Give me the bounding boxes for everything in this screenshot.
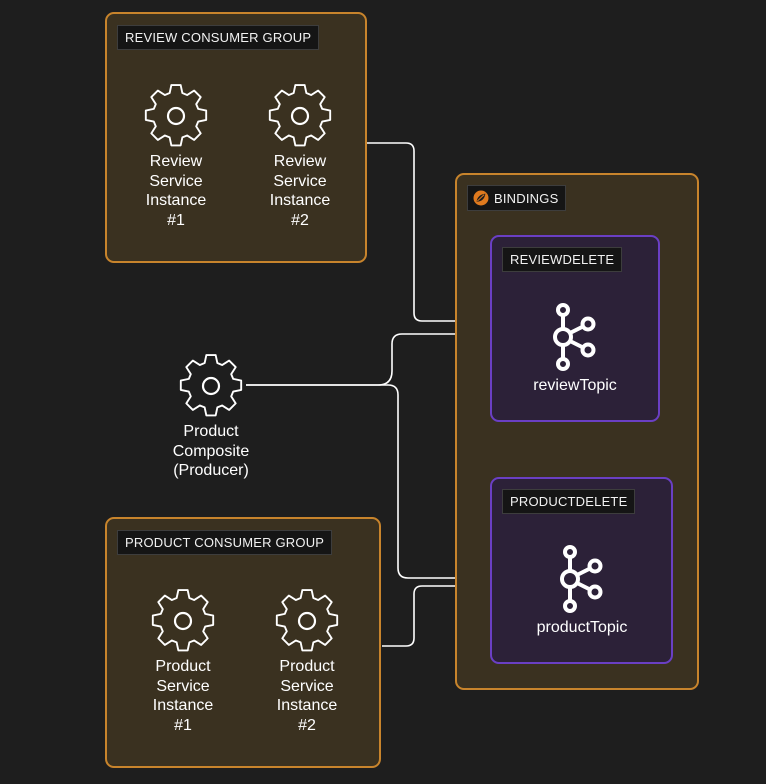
product-consumer-group-title: PRODUCT CONSUMER GROUP	[117, 530, 333, 555]
product-group-to-product-topic-line	[382, 585, 546, 647]
review-service-instance-2[interactable]: Review Service Instance #2	[240, 82, 360, 230]
spring-leaf-icon	[473, 190, 489, 206]
product-delete-title: PRODUCTDELETE	[502, 489, 636, 514]
product-consumer-group: PRODUCT CONSUMER GROUP Product Service I…	[105, 517, 381, 768]
kafka-icon	[560, 545, 603, 613]
gear-icon	[144, 84, 208, 147]
review-consumer-group-title: REVIEW CONSUMER GROUP	[117, 25, 320, 50]
product-composite-producer[interactable]: Product Composite (Producer)	[151, 352, 271, 481]
bindings-title: BINDINGS	[467, 185, 567, 211]
gear-icon	[179, 354, 243, 417]
producer-label: Product Composite (Producer)	[172, 423, 250, 479]
review-service-instance-2-label: Review Service Instance #2	[269, 153, 331, 229]
bindings-group: BINDINGS REVIEWDELETE reviewTopic	[455, 173, 699, 690]
product-service-instance-1[interactable]: Product Service Instance #1	[123, 587, 243, 735]
bindings-title-text: BINDINGS	[494, 190, 559, 206]
review-topic-label: reviewTopic	[533, 377, 617, 394]
product-service-instance-2-label: Product Service Instance #2	[276, 658, 338, 734]
review-group-to-review-topic-line	[366, 142, 538, 322]
review-consumer-group: REVIEW CONSUMER GROUP Review Service Ins…	[105, 12, 367, 263]
review-service-instance-1[interactable]: Review Service Instance #1	[116, 82, 236, 230]
producer-to-product-topic-line	[246, 384, 546, 579]
product-service-instance-1-label: Product Service Instance #1	[152, 658, 214, 734]
product-delete-binding: PRODUCTDELETE productTopic	[490, 477, 673, 664]
kafka-icon	[553, 303, 596, 371]
gear-icon	[268, 84, 332, 147]
review-service-instance-1-label: Review Service Instance #1	[145, 153, 207, 229]
product-service-instance-2[interactable]: Product Service Instance #2	[247, 587, 367, 735]
gear-icon	[275, 589, 339, 652]
gear-icon	[151, 589, 215, 652]
product-topic-label: productTopic	[536, 619, 628, 636]
review-topic[interactable]: reviewTopic	[515, 303, 635, 395]
product-topic[interactable]: productTopic	[522, 545, 642, 637]
review-delete-binding: REVIEWDELETE reviewTopic	[490, 235, 660, 422]
review-delete-title: REVIEWDELETE	[502, 247, 623, 272]
